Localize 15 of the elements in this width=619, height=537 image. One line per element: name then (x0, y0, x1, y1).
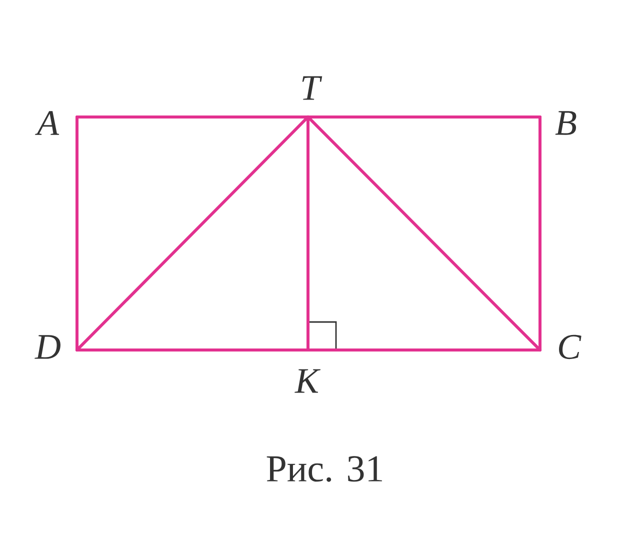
vertex-label: D (34, 335, 60, 359)
line-segment (306, 116, 542, 352)
vertex-label: B (555, 111, 576, 135)
vertex-label: A (35, 111, 60, 135)
vertex-label: C (559, 334, 582, 360)
line-segment (76, 116, 78, 352)
line-segment (306, 348, 542, 352)
line-segment (306, 116, 542, 118)
caption: Рис. 31 (266, 456, 382, 482)
vertex-label: K (294, 369, 321, 393)
line-segment (76, 116, 310, 118)
line-segment (76, 348, 310, 352)
vertex-label: T (302, 76, 322, 100)
line-segment (76, 116, 310, 352)
line-segment (538, 116, 542, 352)
